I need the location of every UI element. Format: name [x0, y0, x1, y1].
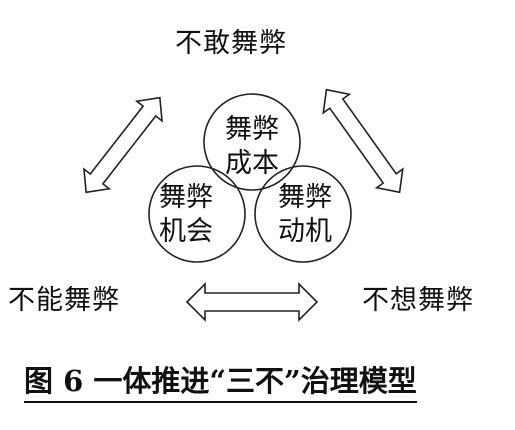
circle-fraud-motive	[254, 165, 352, 263]
circle-left-line1: 舞弊	[159, 182, 213, 213]
circle-fraud-opportunity	[148, 165, 246, 263]
circle-left-text: 舞弊 机会	[146, 181, 226, 249]
circle-top-text: 舞弊 成本	[212, 113, 292, 181]
figure-caption: 图 6 一体推进“三不”治理模型	[24, 365, 417, 403]
label-cannot-fraud: 不能舞弊	[8, 285, 120, 316]
double-arrow-left	[82, 96, 164, 194]
circle-left-line2: 机会	[159, 216, 213, 247]
double-arrow-bottom	[185, 282, 319, 322]
circle-top-line2: 成本	[225, 148, 279, 179]
circle-right-line1: 舞弊	[278, 182, 332, 213]
double-arrow-right	[322, 88, 404, 194]
label-not-dare-fraud: 不敢舞弊	[175, 28, 287, 59]
circle-right-text: 舞弊 动机	[265, 181, 345, 249]
circle-right-line2: 动机	[278, 216, 332, 247]
label-not-want-fraud: 不想舞弊	[362, 285, 474, 316]
circle-fraud-cost	[203, 93, 301, 191]
circle-top-line1: 舞弊	[225, 114, 279, 145]
